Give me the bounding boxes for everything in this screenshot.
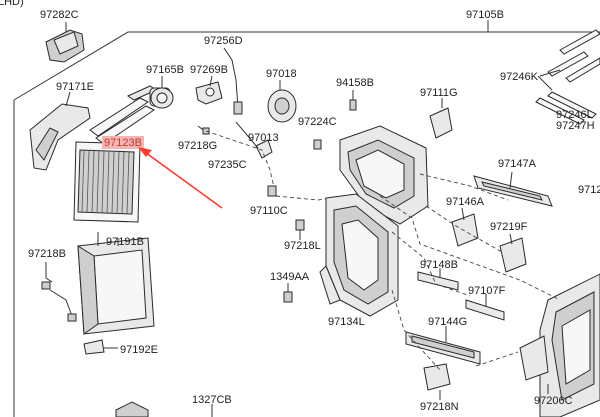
part-97219F [499, 233, 527, 273]
label-97218B: 97218B [28, 248, 66, 260]
part-97123B-evaporator [73, 85, 171, 223]
label-97146A: 97146A [446, 196, 485, 208]
part-97218B [41, 262, 77, 322]
label-97218G: 97218G [178, 140, 217, 152]
label-97144G: 97144G [428, 316, 467, 328]
assembly-frame-top [13, 31, 600, 101]
label-97134L: 97134L [328, 316, 365, 328]
part-97246K [537, 29, 600, 91]
part-97148B [417, 268, 459, 291]
label-97013: 97013 [248, 132, 279, 144]
label-97148B: 97148B [420, 259, 458, 271]
part-97224C [313, 139, 322, 150]
label-97219F: 97219F [490, 221, 528, 233]
label-97235C: 97235C [208, 159, 247, 171]
label-97110C: 97110C [250, 205, 288, 217]
label-1327CB: 1327CB [192, 394, 232, 406]
link-dashline-a [205, 130, 277, 197]
label-97192E: 97192E [120, 344, 158, 356]
label-97123B: 97123B [104, 137, 142, 149]
label-97206C: 97206C [534, 395, 573, 407]
part-97171E [29, 91, 91, 171]
part-1349AA [283, 283, 293, 303]
label-97224C: 97224C [298, 116, 337, 128]
label-97018: 97018 [266, 68, 297, 80]
part-97192E [83, 339, 118, 355]
label-97123-partial: 9712 [578, 184, 600, 196]
part-97218L [295, 219, 305, 240]
label-97171E: 97171E [56, 81, 94, 93]
label-97218L: 97218L [284, 240, 321, 252]
highlight-arrow [138, 147, 223, 209]
label-1349AA: 1349AA [270, 271, 310, 283]
part-97206C [519, 335, 549, 394]
part-97269B [195, 75, 223, 105]
label-97282C: 97282C [40, 9, 79, 21]
part-1327CB [115, 401, 213, 417]
part-97144G [405, 326, 481, 365]
part-97246L [535, 91, 597, 125]
part-94158B [349, 90, 357, 111]
label-97256D: 97256D [204, 35, 243, 47]
assembly-dashline-3 [391, 289, 441, 371]
label-97165B: 97165B [146, 64, 184, 76]
label-97111G: 97111G [420, 87, 458, 99]
part-97191B [77, 232, 155, 335]
assembly-dashline-4 [419, 173, 509, 201]
part-97111G [429, 98, 453, 139]
part-97107F [465, 294, 505, 321]
part-97218N [423, 363, 451, 400]
assembly-dashline-1 [379, 195, 561, 301]
assembly-dashline-5 [425, 205, 503, 253]
label-97105B: 97105B [466, 9, 504, 21]
label-97191B: 97191B [106, 236, 144, 248]
label-94158B: 94158B [336, 77, 374, 89]
part-97218G [197, 125, 210, 135]
assembly-dashline-2 [391, 231, 471, 297]
hvac-housing-right [539, 273, 600, 417]
corner-text: LHD) [0, 0, 24, 8]
label-97147A: 97147A [498, 158, 537, 170]
hvac-housing-lower [319, 193, 399, 317]
part-97282C [45, 22, 85, 63]
highlight-label-bg [102, 136, 144, 149]
part-97013 [235, 121, 273, 159]
label-97269B: 97269B [190, 64, 228, 76]
label-97107F: 97107F [468, 285, 506, 297]
label-97218N: 97218N [420, 401, 459, 413]
label-97246L: 97246L [556, 109, 593, 121]
part-97018 [267, 80, 297, 123]
part-97256D [223, 47, 243, 115]
part-97146A [451, 207, 479, 247]
part-97110C [267, 185, 277, 197]
part-97165B [150, 76, 174, 109]
label-97247H: 97247H [556, 120, 595, 132]
label-97246K: 97246K [500, 71, 539, 83]
assembly-dashline-6 [475, 351, 519, 367]
part-97147A [473, 171, 553, 207]
